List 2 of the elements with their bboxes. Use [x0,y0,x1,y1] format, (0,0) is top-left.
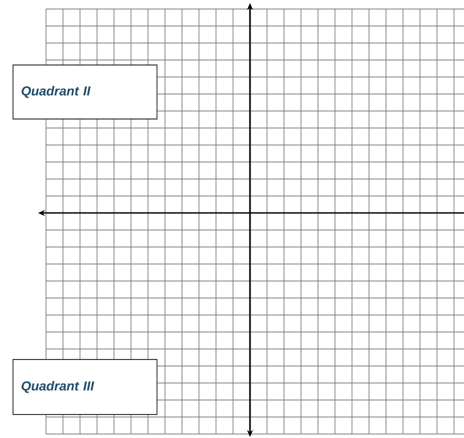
label-box: Quadrant II [12,64,158,120]
label-box: Quadrant III [12,359,158,415]
